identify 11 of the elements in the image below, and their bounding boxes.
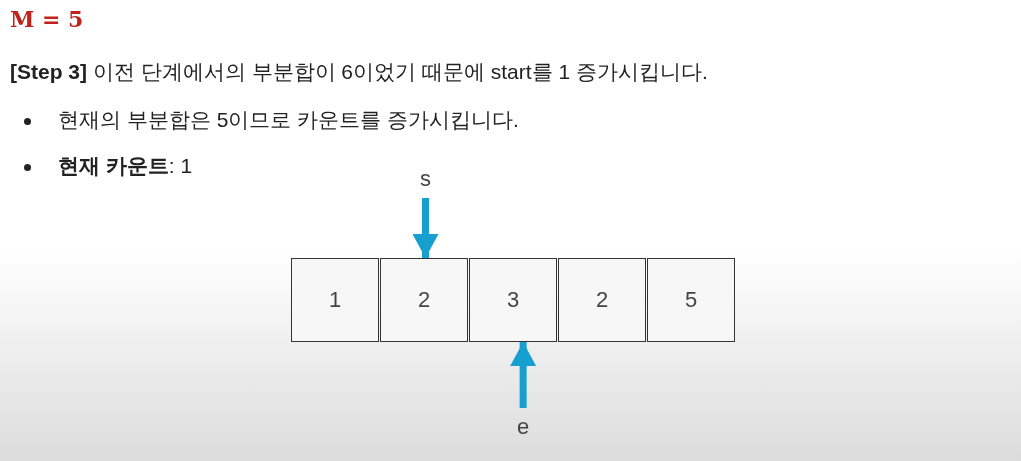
bullet-text: 현재의 부분합은 5이므로 카운트를 증가시킵니다. bbox=[58, 107, 519, 133]
pointer-label: s bbox=[420, 166, 431, 192]
array-cell: 5 bbox=[647, 258, 735, 342]
bullet-text: 현재 카운트: 1 bbox=[58, 153, 193, 179]
array-cell: 1 bbox=[291, 258, 379, 342]
pointer-label: e bbox=[517, 414, 530, 440]
array-cell: 2 bbox=[380, 258, 468, 342]
array-cell: 2 bbox=[558, 258, 646, 342]
step-description: [Step 3] 이전 단계에서의 부분합이 6이었기 때문에 start를 1 증가시킵니다. bbox=[10, 59, 708, 85]
array-cell: 3 bbox=[469, 258, 557, 342]
formula-text: M = 5 bbox=[10, 6, 84, 32]
